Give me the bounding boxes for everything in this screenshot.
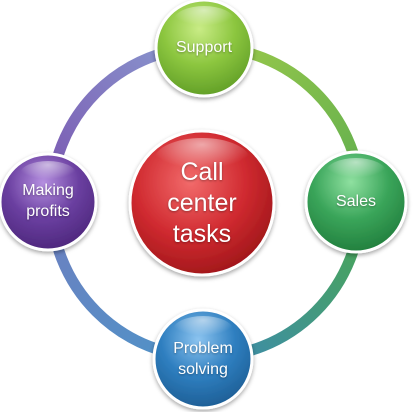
center-node [128, 129, 276, 277]
node-problem-solving [152, 308, 254, 410]
node-support [154, 0, 254, 98]
node-sales [304, 150, 408, 254]
node-making-profits [0, 152, 98, 252]
